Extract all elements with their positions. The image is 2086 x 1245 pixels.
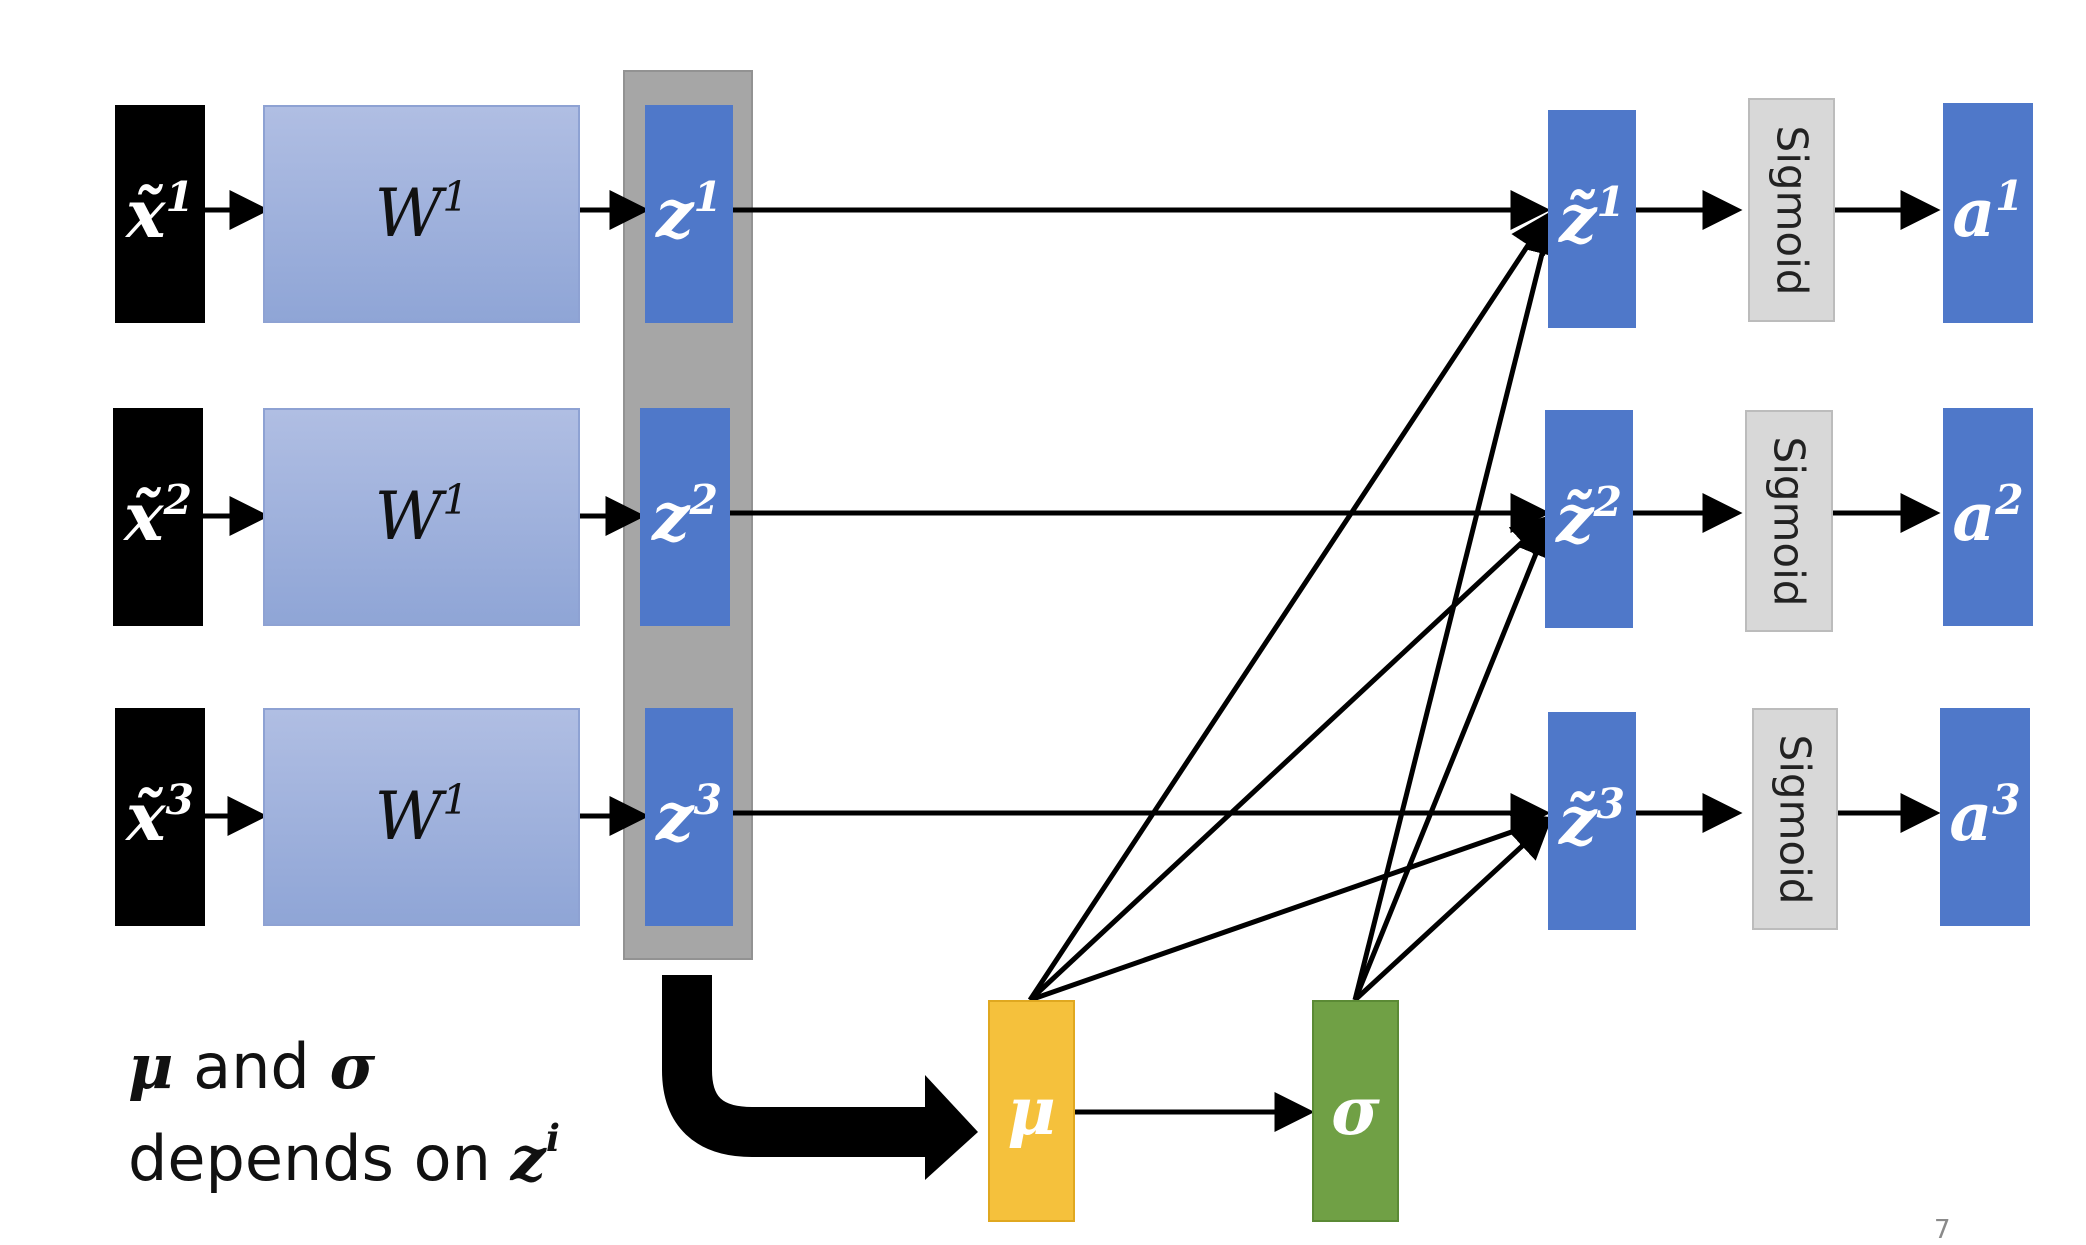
arrow-mu-zt1: [1027, 211, 1551, 1002]
z-tilde2-label: z̃2: [1556, 477, 1622, 558]
weight-w-row3-label: W1: [374, 775, 469, 855]
output-a2-label: a2: [1952, 475, 2024, 556]
weight-w-row1-label: W1: [374, 172, 469, 252]
input-x3-label: x̃3: [126, 775, 194, 856]
z3-box: z3: [645, 708, 733, 926]
sigmoid-box-row1: Sigmoid: [1748, 98, 1835, 322]
note-and-text: and: [173, 1030, 330, 1103]
big-curved-arrow: [662, 975, 930, 1157]
z2-label: z2: [652, 475, 718, 556]
arrow-mu-zt2: [1028, 514, 1552, 1002]
note-sigma-symbol: σ: [329, 1030, 376, 1103]
z2-box: z2: [640, 408, 730, 626]
note-mu-symbol: μ: [128, 1030, 174, 1103]
sigmoid-row2-label: Sigmoid: [1764, 436, 1814, 606]
sigma-box: σ: [1312, 1000, 1399, 1222]
mu-box: μ: [988, 1000, 1075, 1222]
z-tilde2-box: z̃2: [1545, 410, 1633, 628]
sigmoid-row3-label: Sigmoid: [1770, 734, 1820, 904]
z-tilde3-box: z̃3: [1548, 712, 1636, 930]
mu-label: μ: [1007, 1072, 1056, 1150]
output-a3-box: a3: [1940, 708, 2030, 926]
weight-w-row2-label: W1: [374, 475, 469, 555]
input-x2: x̃2: [113, 408, 203, 626]
output-a1-box: a1: [1943, 103, 2033, 323]
note-depends-text: depends on: [128, 1122, 511, 1195]
sigmoid-box-row3: Sigmoid: [1752, 708, 1838, 930]
sigmoid-box-row2: Sigmoid: [1745, 410, 1833, 632]
z1-box: z1: [645, 105, 733, 323]
output-a3-label: a3: [1949, 775, 2021, 856]
page-number: 7: [1934, 1215, 1951, 1245]
arrow-sigma-zt2: [1352, 517, 1555, 1001]
sigmoid-row1-label: Sigmoid: [1767, 125, 1816, 295]
arrow-sigma-zt3: [1353, 818, 1552, 1002]
input-x1-label: x̃1: [126, 172, 194, 253]
note-line-1: μ and σ: [128, 1030, 375, 1103]
weight-w-row3: W1: [263, 708, 580, 926]
sigma-label: σ: [1331, 1072, 1380, 1150]
arrow-mu-zt3: [1029, 811, 1554, 1003]
input-x1: x̃1: [115, 105, 205, 323]
arrow-sigma-zt1: [1352, 214, 1562, 1001]
output-a2-box: a2: [1943, 408, 2033, 626]
z-tilde1-label: z̃1: [1559, 177, 1625, 258]
big-curved-arrow-head: [925, 1075, 978, 1180]
weight-w-row1: W1: [263, 105, 580, 323]
input-x3: x̃3: [115, 708, 205, 926]
z1-label: z1: [656, 172, 722, 253]
z3-label: z3: [656, 775, 722, 856]
z-tilde3-label: z̃3: [1559, 779, 1625, 860]
note-z-superscript: i: [545, 1116, 560, 1161]
z-tilde1-box: z̃1: [1548, 110, 1636, 328]
note-z-symbol: z: [510, 1122, 546, 1195]
output-a1-label: a1: [1952, 171, 2024, 252]
input-x2-label: x̃2: [124, 475, 192, 556]
note-line-2: depends on zi: [128, 1116, 560, 1195]
weight-w-row2: W1: [263, 408, 580, 626]
